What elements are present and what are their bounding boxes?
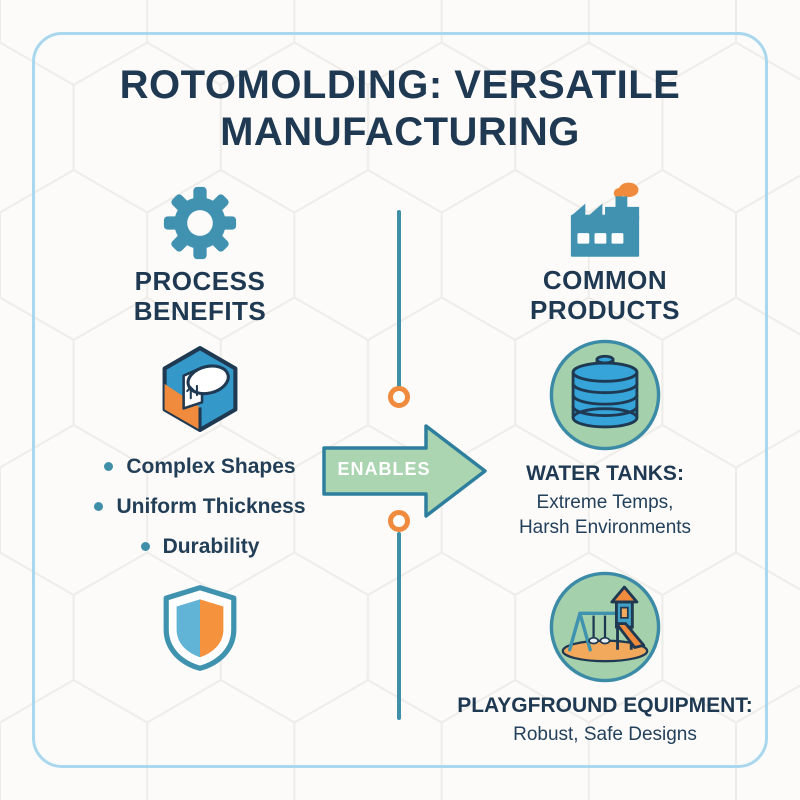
enables-label: ENABLES	[337, 459, 431, 479]
factory-icon	[570, 182, 640, 257]
bullet-dot-icon	[140, 542, 150, 552]
product-description: Extreme Temps, Harsh Environments	[519, 490, 691, 540]
benefit-label: Durability	[162, 534, 260, 558]
product-name: WATER TANKS:	[526, 461, 684, 485]
connector-line-bottom	[397, 532, 401, 720]
product-description: Robust, Safe Designs	[513, 722, 697, 747]
product-name: PLAYGFROUND EQUIPMENT:	[457, 693, 753, 717]
bullet-dot-icon	[104, 462, 114, 472]
connector-line-top	[397, 210, 401, 390]
list-item: Durability	[94, 535, 305, 559]
connector-node-bottom-icon	[388, 510, 410, 532]
process-benefits-column: PROCESS BENEFITS Complex Shapes Uniform …	[60, 185, 340, 671]
benefits-list: Complex Shapes Uniform Thickness Durabil…	[94, 455, 306, 559]
gear-icon	[163, 186, 237, 260]
left-column-heading: PROCESS BENEFITS	[133, 266, 267, 326]
connector-node-top-icon	[388, 386, 410, 408]
playground-icon	[549, 571, 661, 683]
arrow-right-icon	[322, 424, 487, 518]
benefit-label: Uniform Thickness	[116, 494, 306, 518]
shield-icon	[163, 584, 237, 671]
list-item: Uniform Thickness	[94, 494, 306, 519]
enables-arrow: ENABLES	[322, 423, 488, 519]
border-frame	[32, 32, 768, 768]
common-products-column: COMMON PRODUCTS WATER TANKS: Extreme Tem…	[457, 180, 753, 747]
page-title: ROTOMOLDING: VERSATILE MANUFACTURING	[119, 63, 681, 155]
list-item: Complex Shapes	[94, 455, 305, 479]
product-description-line: Robust, Safe Designs	[513, 723, 697, 745]
bullet-dot-icon	[94, 502, 104, 512]
mold-icon	[162, 345, 238, 432]
product-description-line: Harsh Environments	[518, 516, 692, 538]
benefit-label: Complex Shapes	[126, 454, 296, 478]
water-tank-icon	[549, 339, 661, 451]
product-description-line: Extreme Temps,	[536, 491, 674, 513]
right-column-heading: COMMON PRODUCTS	[530, 265, 680, 325]
